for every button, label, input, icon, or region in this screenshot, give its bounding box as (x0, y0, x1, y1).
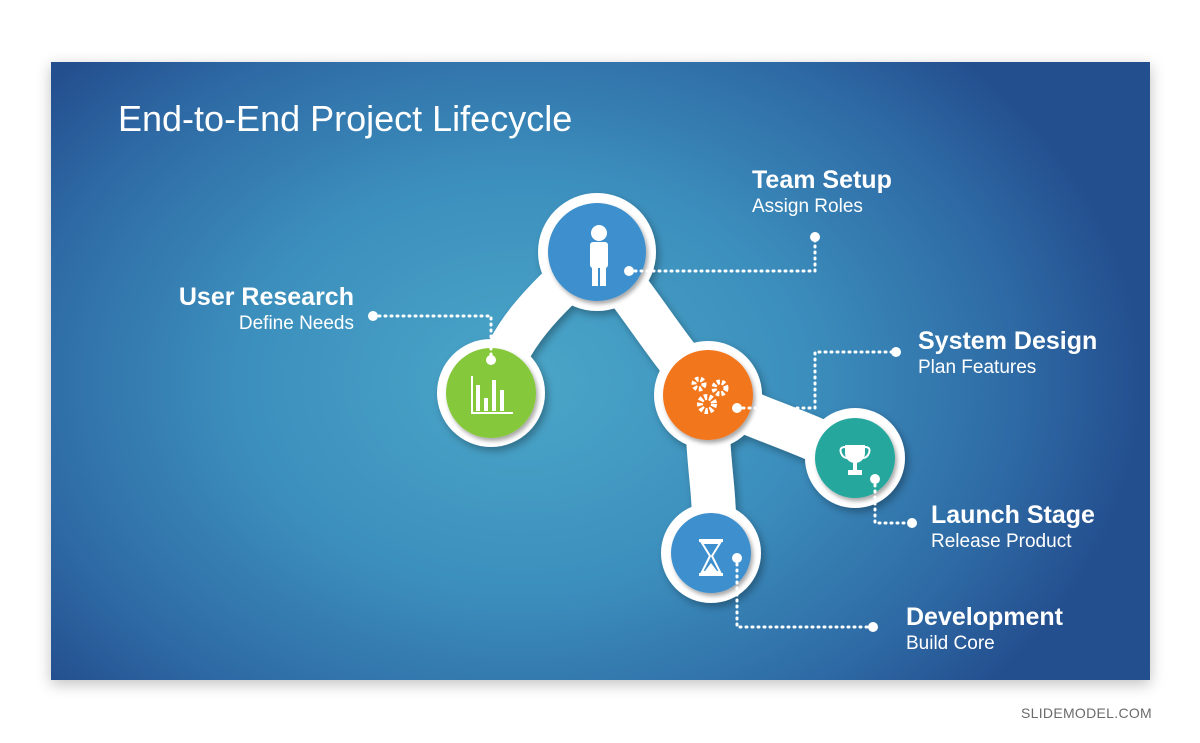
gears-icon (691, 376, 729, 414)
leader-dots (368, 232, 917, 632)
label-launch-stage: Launch Stage Release Product (931, 500, 1095, 554)
leader-lines (371, 235, 914, 629)
stage-sub: Release Product (931, 531, 1072, 552)
stage-heading: Launch Stage (931, 501, 1095, 529)
label-user-research: User Research Define Needs (179, 282, 354, 336)
system-design-node (663, 350, 753, 440)
stage-heading: User Research (178, 283, 354, 311)
trophy-icon (839, 445, 871, 475)
label-team-setup: Team Setup Assign Roles (752, 165, 892, 219)
development-node (671, 513, 751, 593)
stage-sub: Assign Roles (752, 196, 863, 217)
label-development: Development Build Core (906, 602, 1063, 656)
person-icon (590, 225, 608, 286)
stage-heading: Development (906, 603, 1063, 631)
watermark: SLIDEMODEL.COM (1021, 705, 1152, 721)
label-system-design: System Design Plan Features (918, 326, 1097, 380)
stage-heading: System Design (918, 327, 1098, 355)
stage-sub: Define Needs (238, 313, 354, 334)
stage-sub: Plan Features (918, 357, 1037, 378)
slide-background (51, 62, 1150, 680)
stage-heading: Team Setup (752, 166, 892, 194)
hourglass-icon (699, 539, 723, 576)
bar-chart-icon (471, 376, 513, 414)
stage-sub: Build Core (906, 633, 995, 654)
slide-title: End-to-End Project Lifecycle (118, 98, 573, 139)
user-research-node (446, 348, 536, 438)
